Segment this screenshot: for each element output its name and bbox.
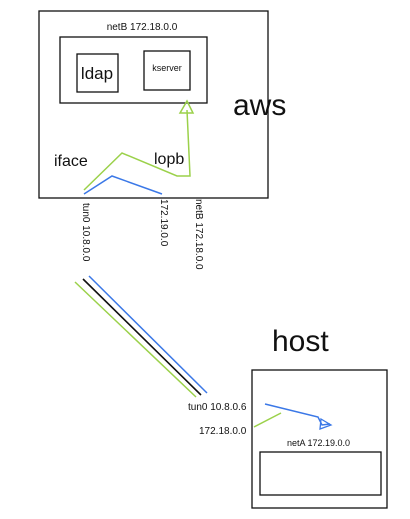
- netA-box: [259, 451, 382, 496]
- aws-title: aws: [233, 89, 286, 122]
- netA-label: netA 172.19.0.0: [287, 438, 350, 448]
- netB-box-label: netB 172.18.0.0: [107, 22, 178, 33]
- host-tun0-label: tun0 10.8.0.6: [188, 402, 247, 413]
- ldap-box: [76, 53, 119, 93]
- tunnel-green-line: [74, 281, 197, 398]
- host-title: host: [272, 325, 329, 358]
- host-blue-route-line: [264, 403, 331, 426]
- host-172-18-label: 172.18.0.0: [199, 426, 247, 437]
- aws-tun0-label: tun0 10.8.0.0: [80, 203, 91, 262]
- iface-route-line: [83, 175, 163, 195]
- lopb-label: lopb: [154, 151, 184, 168]
- host-green-route-line: [253, 412, 282, 428]
- tunnel-black-line: [82, 278, 202, 396]
- lopb-arrowhead: [178, 99, 195, 114]
- kserver-label: kserver: [152, 63, 182, 73]
- aws-box: [38, 10, 269, 199]
- host-box: [251, 369, 388, 509]
- host-blue-arrowhead: [319, 417, 333, 430]
- aws-172-19-label: 172.19.0.0: [158, 199, 169, 247]
- ldap-label: ldap: [81, 64, 113, 83]
- tunnel-blue-line: [88, 275, 208, 394]
- kserver-box: [143, 50, 191, 91]
- iface-label: iface: [54, 153, 88, 170]
- aws-netB-vertical-label: netB 172.18.0.0: [193, 199, 204, 270]
- netB-box: [59, 36, 208, 104]
- lopb-route-line: [83, 109, 191, 191]
